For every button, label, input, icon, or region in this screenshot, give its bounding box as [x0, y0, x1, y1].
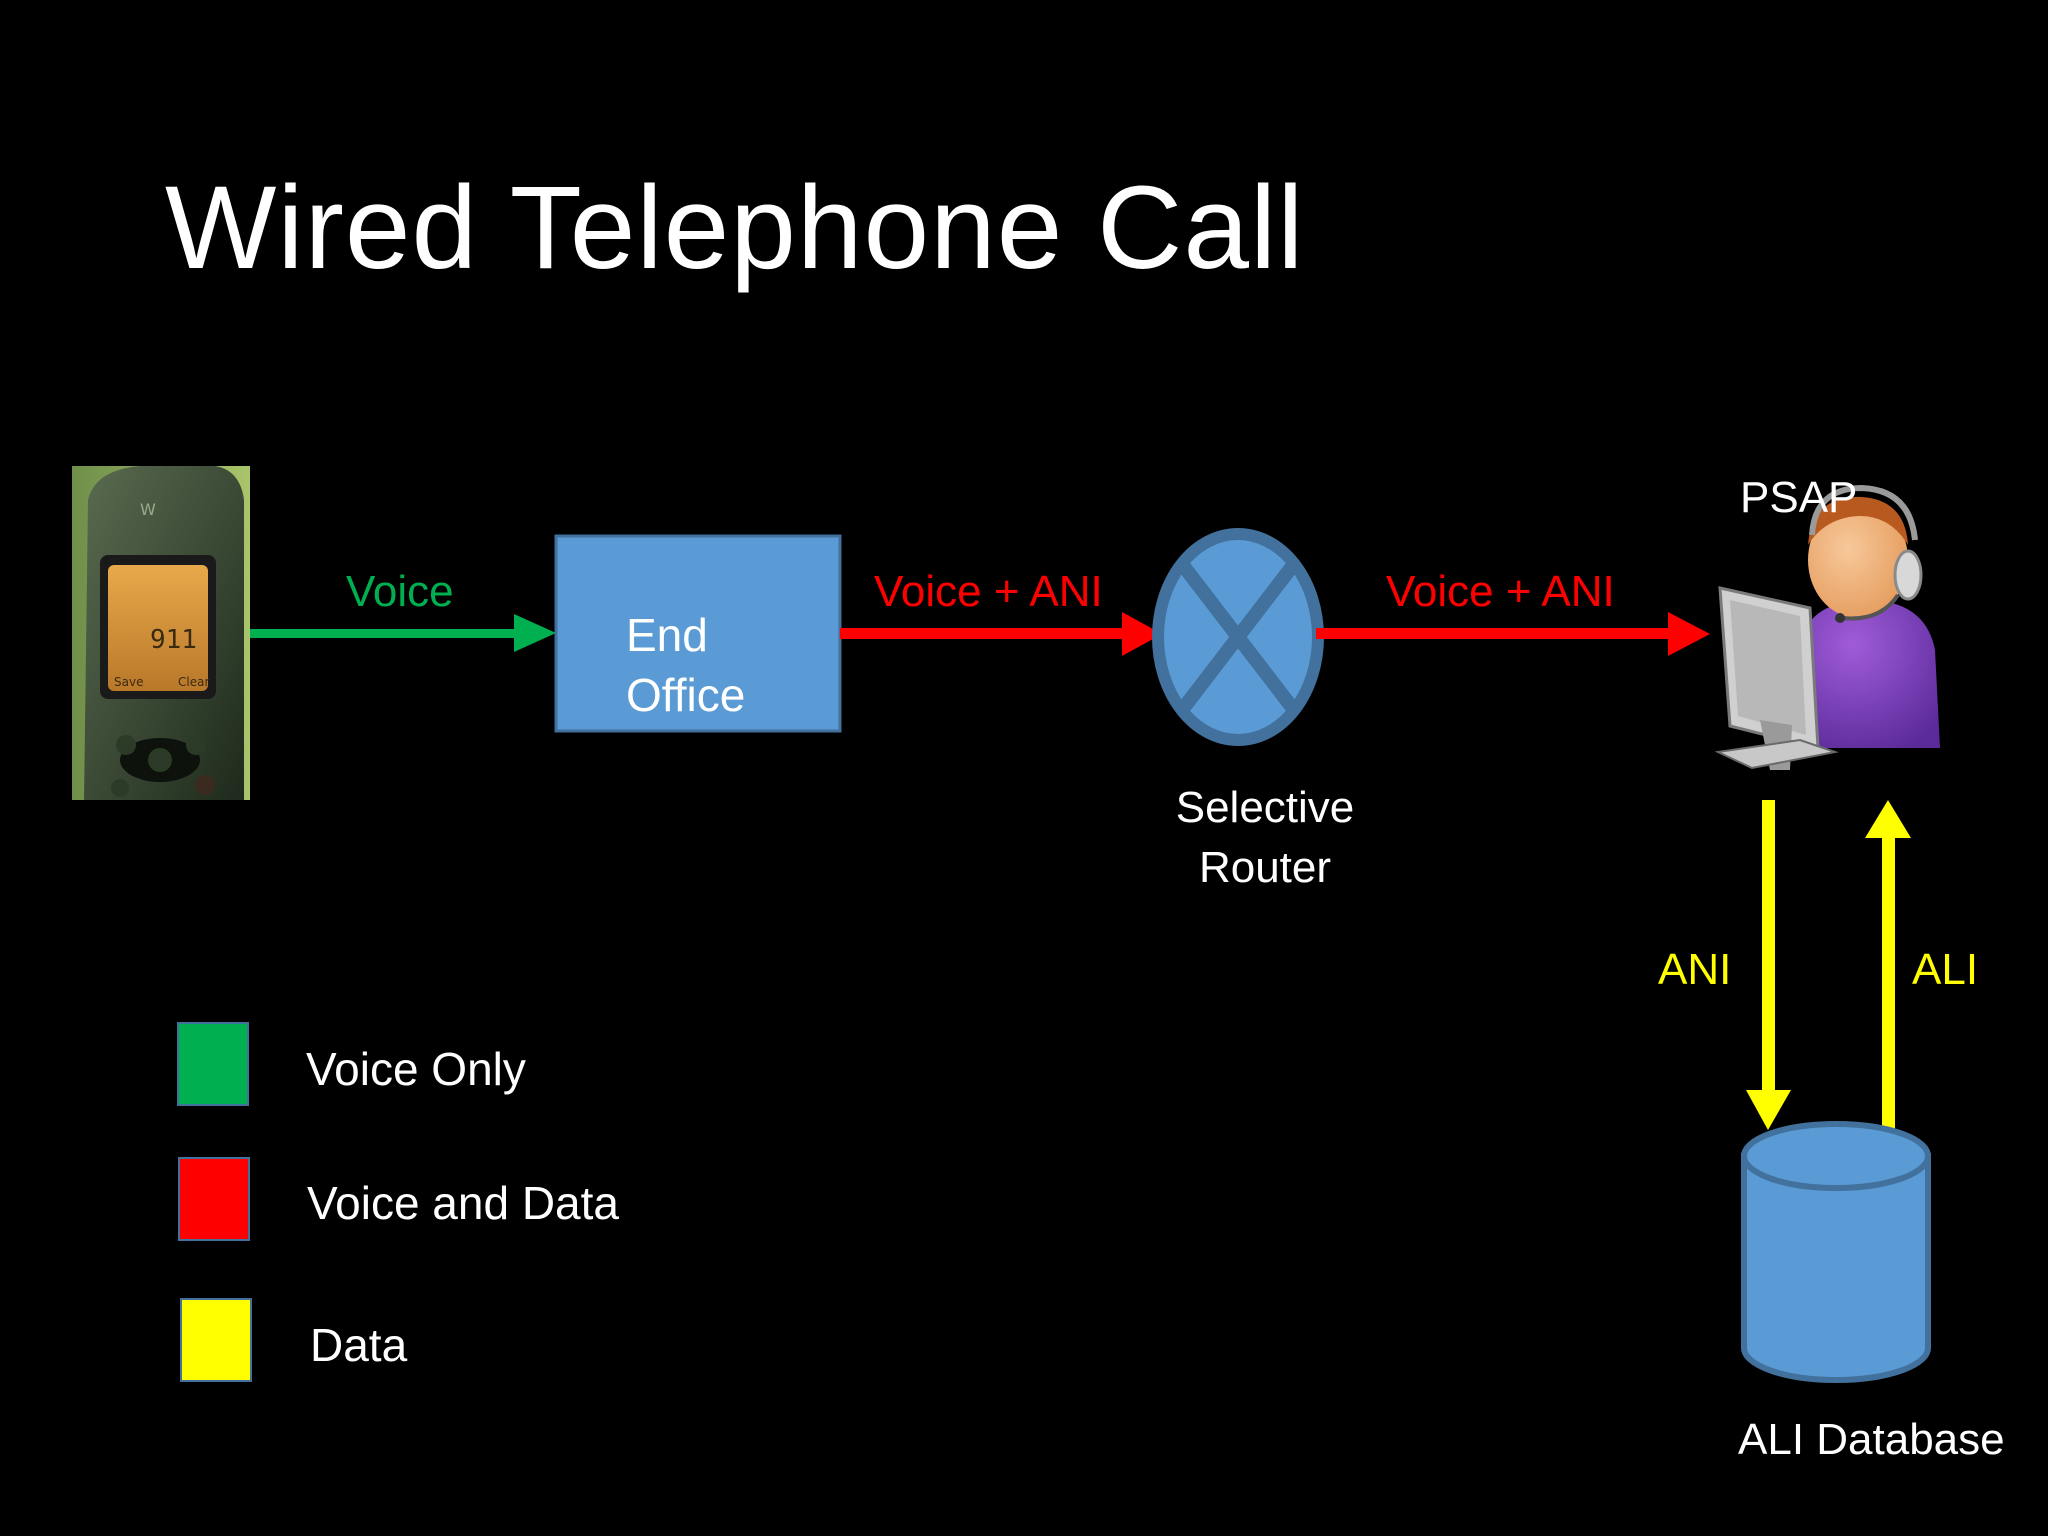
operator-computer-icon	[1714, 484, 1940, 770]
svg-text:911: 911	[150, 625, 197, 655]
edge-voice-arrow	[250, 614, 556, 652]
svg-text:Clear: Clear	[178, 675, 209, 689]
cell-phone-icon: 911 Save Clear W	[72, 466, 250, 800]
edge-ali-arrow	[1865, 800, 1911, 1132]
legend-label-voice: Voice Only	[306, 1043, 526, 1095]
edge-ani-label: ANI	[1658, 945, 1732, 994]
legend-swatch-data	[180, 1298, 252, 1382]
edge-voice-ani-label-1: Voice + ANI	[874, 567, 1103, 616]
edge-ani-arrow	[1746, 800, 1791, 1130]
slide-title: Wired Telephone Call	[165, 162, 1305, 294]
edge-voice-ani-label-2: Voice + ANI	[1386, 567, 1615, 616]
end-office-box	[554, 534, 842, 733]
end-office-label: End Office	[626, 605, 745, 725]
legend-label-data: Data	[310, 1319, 408, 1371]
end-office-label-line1: End	[626, 609, 708, 661]
end-office-label-line2: Office	[626, 669, 746, 721]
edge-voice-ani-arrow-1	[840, 612, 1162, 656]
database-cylinder-icon	[1741, 1121, 1931, 1383]
svg-text:Save: Save	[114, 675, 143, 689]
legend-swatch-voice-data	[178, 1157, 250, 1241]
svg-text:W: W	[140, 500, 156, 519]
edge-ali-label: ALI	[1912, 945, 1979, 994]
legend-swatch-voice	[177, 1022, 249, 1106]
psap-label: PSAP	[1740, 473, 1858, 522]
legend-label-voice-data: Voice and Data	[307, 1177, 620, 1229]
router-x-icon	[1152, 528, 1324, 746]
edge-voice-ani-arrow-2	[1316, 612, 1710, 656]
selective-router-label-line1: Selective	[1175, 783, 1355, 832]
edge-voice-label: Voice	[346, 567, 454, 616]
selective-router-label-line2: Router	[1198, 843, 1332, 892]
selective-router-label: Selective Router	[1140, 778, 1390, 898]
ali-database-label: ALI Database	[1738, 1415, 2005, 1464]
